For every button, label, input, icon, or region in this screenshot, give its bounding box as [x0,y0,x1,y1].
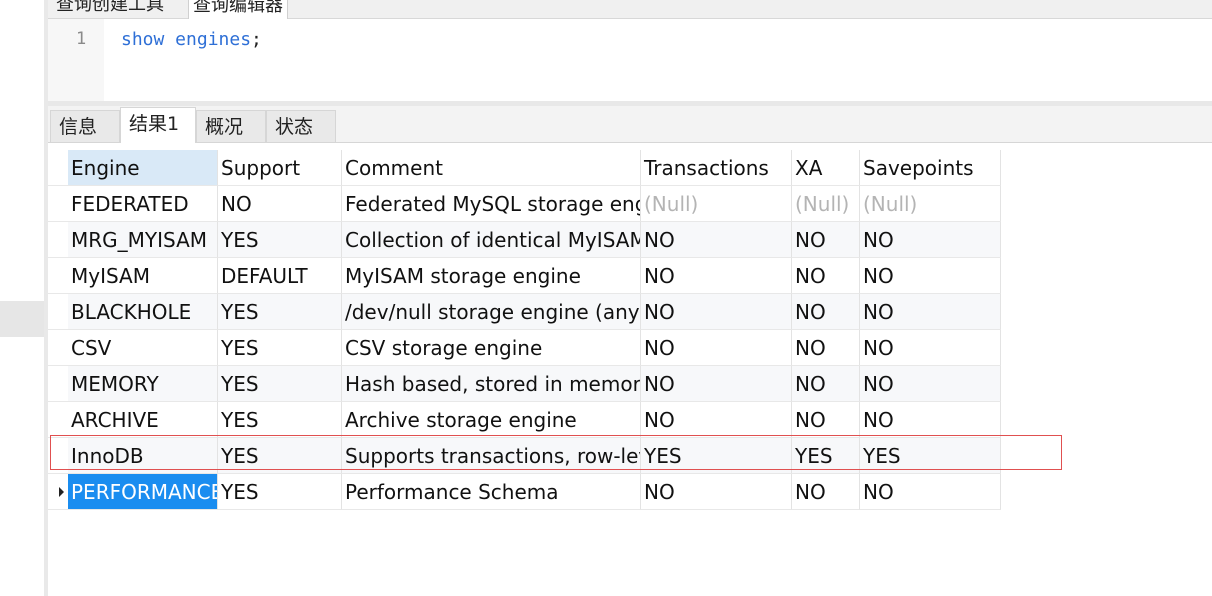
cell-savepoints[interactable]: YES [860,438,1001,474]
tab-query-editor[interactable]: 查询编辑器 [188,0,288,19]
cell-xa[interactable]: NO [792,330,860,366]
cell-support[interactable]: DEFAULT [218,258,342,294]
cell-comment[interactable]: Supports transactions, row-level locking… [342,438,641,474]
cell-engine[interactable]: BLACKHOLE [68,294,218,330]
cell-transactions[interactable]: NO [641,222,792,258]
cell-transactions[interactable]: YES [641,438,792,474]
cell-xa[interactable]: NO [792,258,860,294]
cell-support[interactable]: YES [218,438,342,474]
cell-transactions[interactable]: NO [641,294,792,330]
column-header-xa[interactable]: XA [792,150,860,186]
cell-comment[interactable]: Archive storage engine [342,402,641,438]
header-indicator-cell [48,150,68,186]
row-indicator[interactable] [48,294,68,330]
cell-savepoints[interactable]: NO [860,330,1001,366]
cell-savepoints[interactable]: (Null) [860,186,1001,222]
row-indicator[interactable] [48,222,68,258]
cell-transactions[interactable]: NO [641,402,792,438]
cell-support[interactable]: YES [218,294,342,330]
cell-support[interactable]: YES [218,402,342,438]
row-indicator[interactable] [48,402,68,438]
row-indicator[interactable] [48,330,68,366]
column-header-comment[interactable]: Comment [342,150,641,186]
cell-savepoints[interactable]: NO [860,258,1001,294]
cell-xa[interactable]: (Null) [792,186,860,222]
row-indicator[interactable] [48,258,68,294]
cell-transactions[interactable]: NO [641,330,792,366]
cell-engine[interactable]: ARCHIVE [68,402,218,438]
line-number-gutter [48,19,104,101]
result-tab-strip: 信息 结果1 概况 状态 [48,106,1212,143]
cell-savepoints[interactable]: NO [860,474,1001,510]
cell-xa[interactable]: YES [792,438,860,474]
cell-comment[interactable]: Performance Schema [342,474,641,510]
cell-comment[interactable]: Federated MySQL storage engine [342,186,641,222]
cell-xa[interactable]: NO [792,294,860,330]
cell-engine[interactable]: MyISAM [68,258,218,294]
cell-xa[interactable]: NO [792,222,860,258]
cell-savepoints[interactable]: NO [860,222,1001,258]
cell-savepoints[interactable]: NO [860,402,1001,438]
cell-comment[interactable]: MyISAM storage engine [342,258,641,294]
cell-engine[interactable]: CSV [68,330,218,366]
cell-transactions[interactable]: NO [641,474,792,510]
left-panel-handle[interactable] [0,301,44,337]
sql-code-line[interactable]: show engines; [121,29,262,50]
cell-engine[interactable]: MEMORY [68,366,218,402]
cell-support[interactable]: YES [218,474,342,510]
cell-comment[interactable]: Hash based, stored in memory, useful for… [342,366,641,402]
cell-savepoints[interactable]: NO [860,294,1001,330]
cell-comment[interactable]: /dev/null storage engine (anything you w… [342,294,641,330]
cell-comment[interactable]: CSV storage engine [342,330,641,366]
cell-engine[interactable]: FEDERATED [68,186,218,222]
row-indicator[interactable] [48,186,68,222]
current-row-arrow-icon [59,487,64,497]
row-indicator[interactable] [48,366,68,402]
cell-xa[interactable]: NO [792,402,860,438]
tab-query-builder[interactable]: 查询创建工具 [56,0,164,15]
editor-result-splitter[interactable] [48,101,1212,106]
cell-transactions[interactable]: NO [641,366,792,402]
line-number: 1 [76,29,87,49]
cell-support[interactable]: YES [218,330,342,366]
cell-transactions[interactable]: (Null) [641,186,792,222]
sql-editor[interactable]: 1 show engines; [48,19,1212,101]
cell-engine[interactable]: InnoDB [68,438,218,474]
left-panel-divider[interactable] [44,0,48,596]
column-header-savepoints[interactable]: Savepoints [860,150,1001,186]
column-header-support[interactable]: Support [218,150,342,186]
row-indicator[interactable] [48,438,68,474]
cell-support[interactable]: YES [218,366,342,402]
query-tab-strip: 查询创建工具 查询编辑器 [48,0,1212,19]
cell-support[interactable]: NO [218,186,342,222]
tab-result-1[interactable]: 结果1 [120,107,196,143]
column-header-transactions[interactable]: Transactions [641,150,792,186]
row-indicator[interactable] [48,474,68,510]
column-header-engine[interactable]: Engine [68,150,218,186]
sql-semicolon: ; [251,29,262,50]
left-panel [0,0,44,596]
tab-status[interactable]: 状态 [266,110,336,142]
cell-transactions[interactable]: NO [641,258,792,294]
tab-info[interactable]: 信息 [50,110,120,142]
cell-xa[interactable]: NO [792,474,860,510]
cell-comment[interactable]: Collection of identical MyISAM tables [342,222,641,258]
cell-savepoints[interactable]: NO [860,366,1001,402]
tab-profile[interactable]: 概况 [196,110,266,142]
cell-xa[interactable]: NO [792,366,860,402]
cell-support[interactable]: YES [218,222,342,258]
cell-engine[interactable]: MRG_MYISAM [68,222,218,258]
cell-engine[interactable]: PERFORMANCE_SCHEMA [68,474,218,510]
sql-keyword: show engines [121,29,252,50]
